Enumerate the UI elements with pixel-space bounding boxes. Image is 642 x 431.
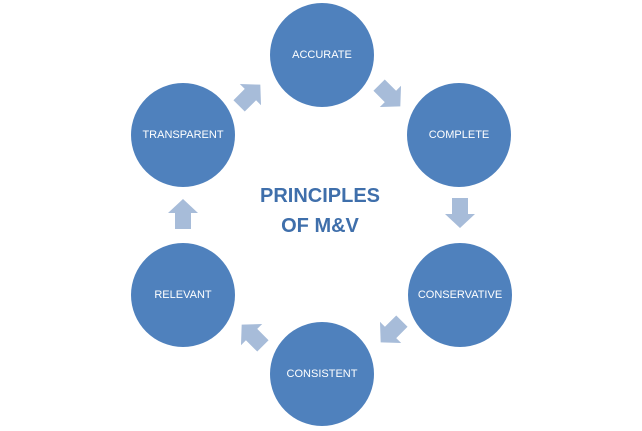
arrow-consistent-to-relevant [240,323,269,352]
node-accurate-label: ACCURATE [292,49,352,61]
arrow-complete-to-conservative [445,198,475,228]
node-conservative-label: CONSERVATIVE [418,289,502,301]
arrow-relevant-to-transparent [168,199,198,229]
node-relevant: RELEVANT [131,243,235,347]
center-title-line2: OF M&V [281,215,359,237]
node-conservative: CONSERVATIVE [408,243,512,347]
node-consistent: CONSISTENT [270,322,374,426]
node-complete: COMPLETE [407,83,511,187]
arrow-transparent-to-accurate [233,83,262,112]
arrow-conservative-to-consistent [379,315,408,344]
node-accurate: ACCURATE [270,3,374,107]
arrow-accurate-to-complete [373,79,402,108]
node-relevant-label: RELEVANT [154,289,212,301]
node-transparent-label: TRANSPARENT [142,129,223,141]
center-title-line1: PRINCIPLES [260,185,380,207]
node-transparent: TRANSPARENT [131,83,235,187]
center-title: PRINCIPLES OF M&V [260,185,380,237]
node-complete-label: COMPLETE [429,129,490,141]
node-consistent-label: CONSISTENT [287,368,358,380]
